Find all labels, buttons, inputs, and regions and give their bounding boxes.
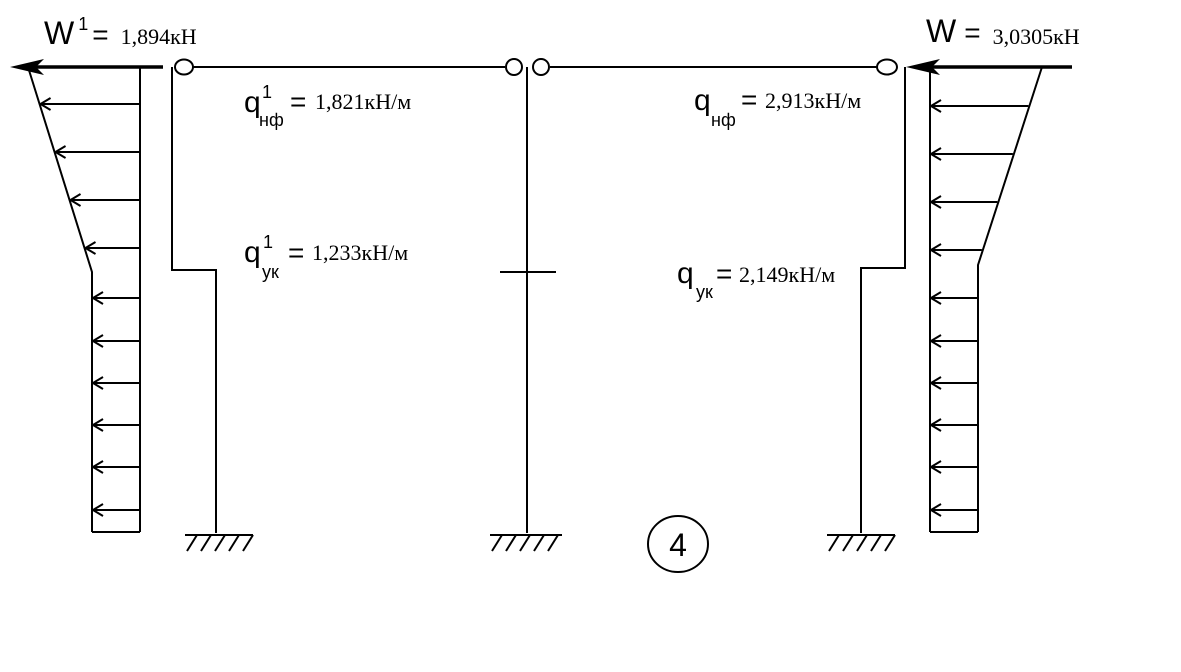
right-load-arrow-9-head-lower <box>930 466 942 474</box>
hinge-right <box>876 58 898 76</box>
left-top-distributed-label: q 1 нф = 1,821кН/м <box>244 82 411 130</box>
left-load-envelope <box>27 66 93 532</box>
left-load-arrow-9-head-lower <box>92 466 104 474</box>
hatch-left-stroke-1 <box>186 534 198 552</box>
hatch-right-stroke-5 <box>884 534 896 552</box>
left-load-arrow-4-head-lower <box>84 247 97 255</box>
right-top-distributed-label: q нф = 2,913кН/м <box>694 84 861 130</box>
left-load-arrow-2-head-upper <box>55 145 67 153</box>
right-load-arrows <box>930 99 1029 517</box>
right-load-arrow-2-head-upper <box>930 147 942 155</box>
left-load-arrow-9-head-upper <box>92 460 104 468</box>
hatch-right-stroke-1 <box>828 534 840 552</box>
left-force-label: W 1 = 1,894кН <box>44 14 197 51</box>
left-load-arrow-1-head-upper <box>40 97 52 105</box>
right-load-arrow-10-head-lower <box>930 509 942 517</box>
left-bottom-distributed-label: q 1 ук = 1,233кН/м <box>244 232 408 282</box>
hatch-left-stroke-5 <box>242 534 254 552</box>
right-wind-load-diagram <box>929 66 1043 533</box>
right-load-arrow-5-head-upper <box>930 291 942 299</box>
right-load-arrow-1-head-lower <box>930 105 942 113</box>
support-middle <box>490 534 562 552</box>
left-force-arrowhead <box>10 59 44 75</box>
right-bottom-distributed-label: q ук = 2,149кН/м <box>677 257 835 302</box>
frame-structure <box>171 58 906 533</box>
left-load-arrow-6-head-lower <box>92 340 104 348</box>
hatch-middle-stroke-5 <box>547 534 559 552</box>
scheme-number-circle <box>647 515 709 573</box>
hatch-left-stroke-3 <box>214 534 226 552</box>
right-load-arrow-2-head-lower <box>930 153 942 161</box>
hatch-middle-stroke-2 <box>505 534 517 552</box>
right-load-arrow-6-head-lower <box>930 340 942 348</box>
hatch-right-stroke-4 <box>870 534 882 552</box>
hatch-left-stroke-4 <box>228 534 240 552</box>
left-load-arrow-10-head-upper <box>92 503 104 511</box>
right-load-arrow-4-head-lower <box>930 249 942 257</box>
left-load-arrow-3-head-lower <box>70 199 82 207</box>
right-load-arrow-10-head-upper <box>930 503 942 511</box>
right-load-arrow-8-head-upper <box>930 418 942 426</box>
hatch-right-stroke-2 <box>842 534 854 552</box>
left-load-arrows <box>40 97 140 517</box>
hinge-middle-left <box>505 58 523 76</box>
right-force-arrowhead <box>906 59 940 75</box>
left-load-arrow-1-head-lower <box>40 103 52 111</box>
hatch-left-stroke-2 <box>200 534 212 552</box>
left-load-arrow-10-head-lower <box>92 509 104 517</box>
left-load-arrow-8-head-upper <box>92 418 104 426</box>
support-right <box>827 534 896 552</box>
right-load-arrow-5-head-lower <box>930 297 942 305</box>
right-load-arrow-4-head-upper <box>930 243 942 251</box>
hatch-middle-stroke-4 <box>533 534 545 552</box>
left-load-arrow-4-head-upper <box>84 241 97 249</box>
right-load-arrow-3-head-lower <box>930 201 942 209</box>
right-load-arrow-8-head-lower <box>930 424 942 432</box>
right-load-arrow-1-head-upper <box>930 99 942 107</box>
left-column <box>171 67 217 533</box>
hatch-right-stroke-3 <box>856 534 868 552</box>
left-load-arrow-5-head-lower <box>92 297 104 305</box>
right-column <box>860 67 906 533</box>
left-load-arrow-3-head-upper <box>70 193 82 201</box>
scheme-number-badge: 4 <box>647 515 709 573</box>
right-force-label: W = 3,0305кН <box>926 13 1080 49</box>
right-load-arrow-6-head-upper <box>930 334 942 342</box>
hinge-middle-right <box>532 58 550 76</box>
left-load-arrow-6-head-upper <box>92 334 104 342</box>
hinge-left <box>174 58 194 76</box>
support-left <box>185 534 254 552</box>
right-load-arrow-3-head-upper <box>930 195 942 203</box>
left-wind-load-diagram <box>27 66 141 533</box>
left-load-arrow-5-head-upper <box>92 291 104 299</box>
left-load-arrow-7-head-lower <box>92 382 104 390</box>
right-load-envelope <box>977 66 1043 532</box>
left-load-arrow-8-head-lower <box>92 424 104 432</box>
left-load-arrow-7-head-upper <box>92 376 104 384</box>
left-concentrated-force <box>10 59 163 75</box>
right-concentrated-force <box>906 59 1072 75</box>
hatch-middle-stroke-1 <box>491 534 503 552</box>
right-load-arrow-7-head-lower <box>930 382 942 390</box>
right-load-arrow-7-head-upper <box>930 376 942 384</box>
hatch-middle-stroke-3 <box>519 534 531 552</box>
left-load-arrow-2-head-lower <box>55 151 67 159</box>
right-load-arrow-9-head-upper <box>930 460 942 468</box>
scheme-number: 4 <box>669 527 687 563</box>
